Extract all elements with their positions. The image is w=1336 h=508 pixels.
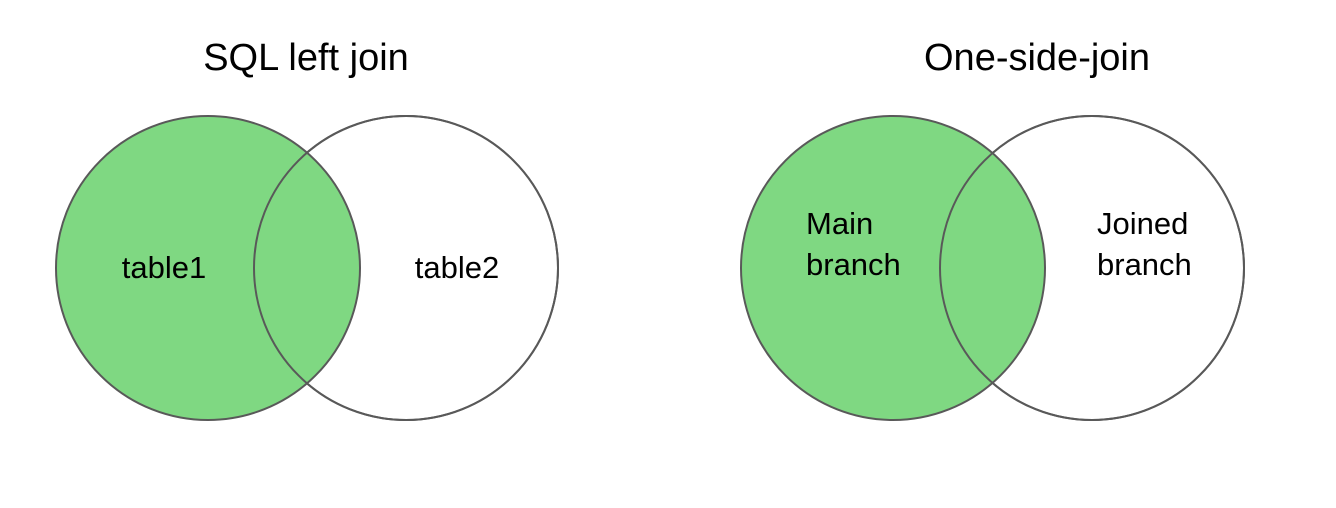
- joined-branch-label-line-2: branch: [1097, 247, 1192, 282]
- table2-set-outline: [253, 115, 559, 421]
- joined-branch-set-outline: [939, 115, 1245, 421]
- main-branch-label-line-1: Main: [806, 206, 873, 241]
- table2-label: table2: [415, 250, 499, 285]
- main-branch-set-circle: [740, 115, 1046, 421]
- table1-set-circle: [55, 115, 361, 421]
- joined-branch-label-line-1: Joined: [1097, 206, 1188, 241]
- table1-label: table1: [122, 250, 206, 285]
- one-side-join-title: One-side-join: [924, 37, 1150, 79]
- sql-left-join-title: SQL left join: [203, 37, 409, 79]
- sql-left-join-diagram: SQL left join table1 table2: [55, 37, 559, 421]
- main-branch-label-line-2: branch: [806, 247, 901, 282]
- one-side-join-diagram: One-side-join Main branch Joined branch: [740, 37, 1245, 421]
